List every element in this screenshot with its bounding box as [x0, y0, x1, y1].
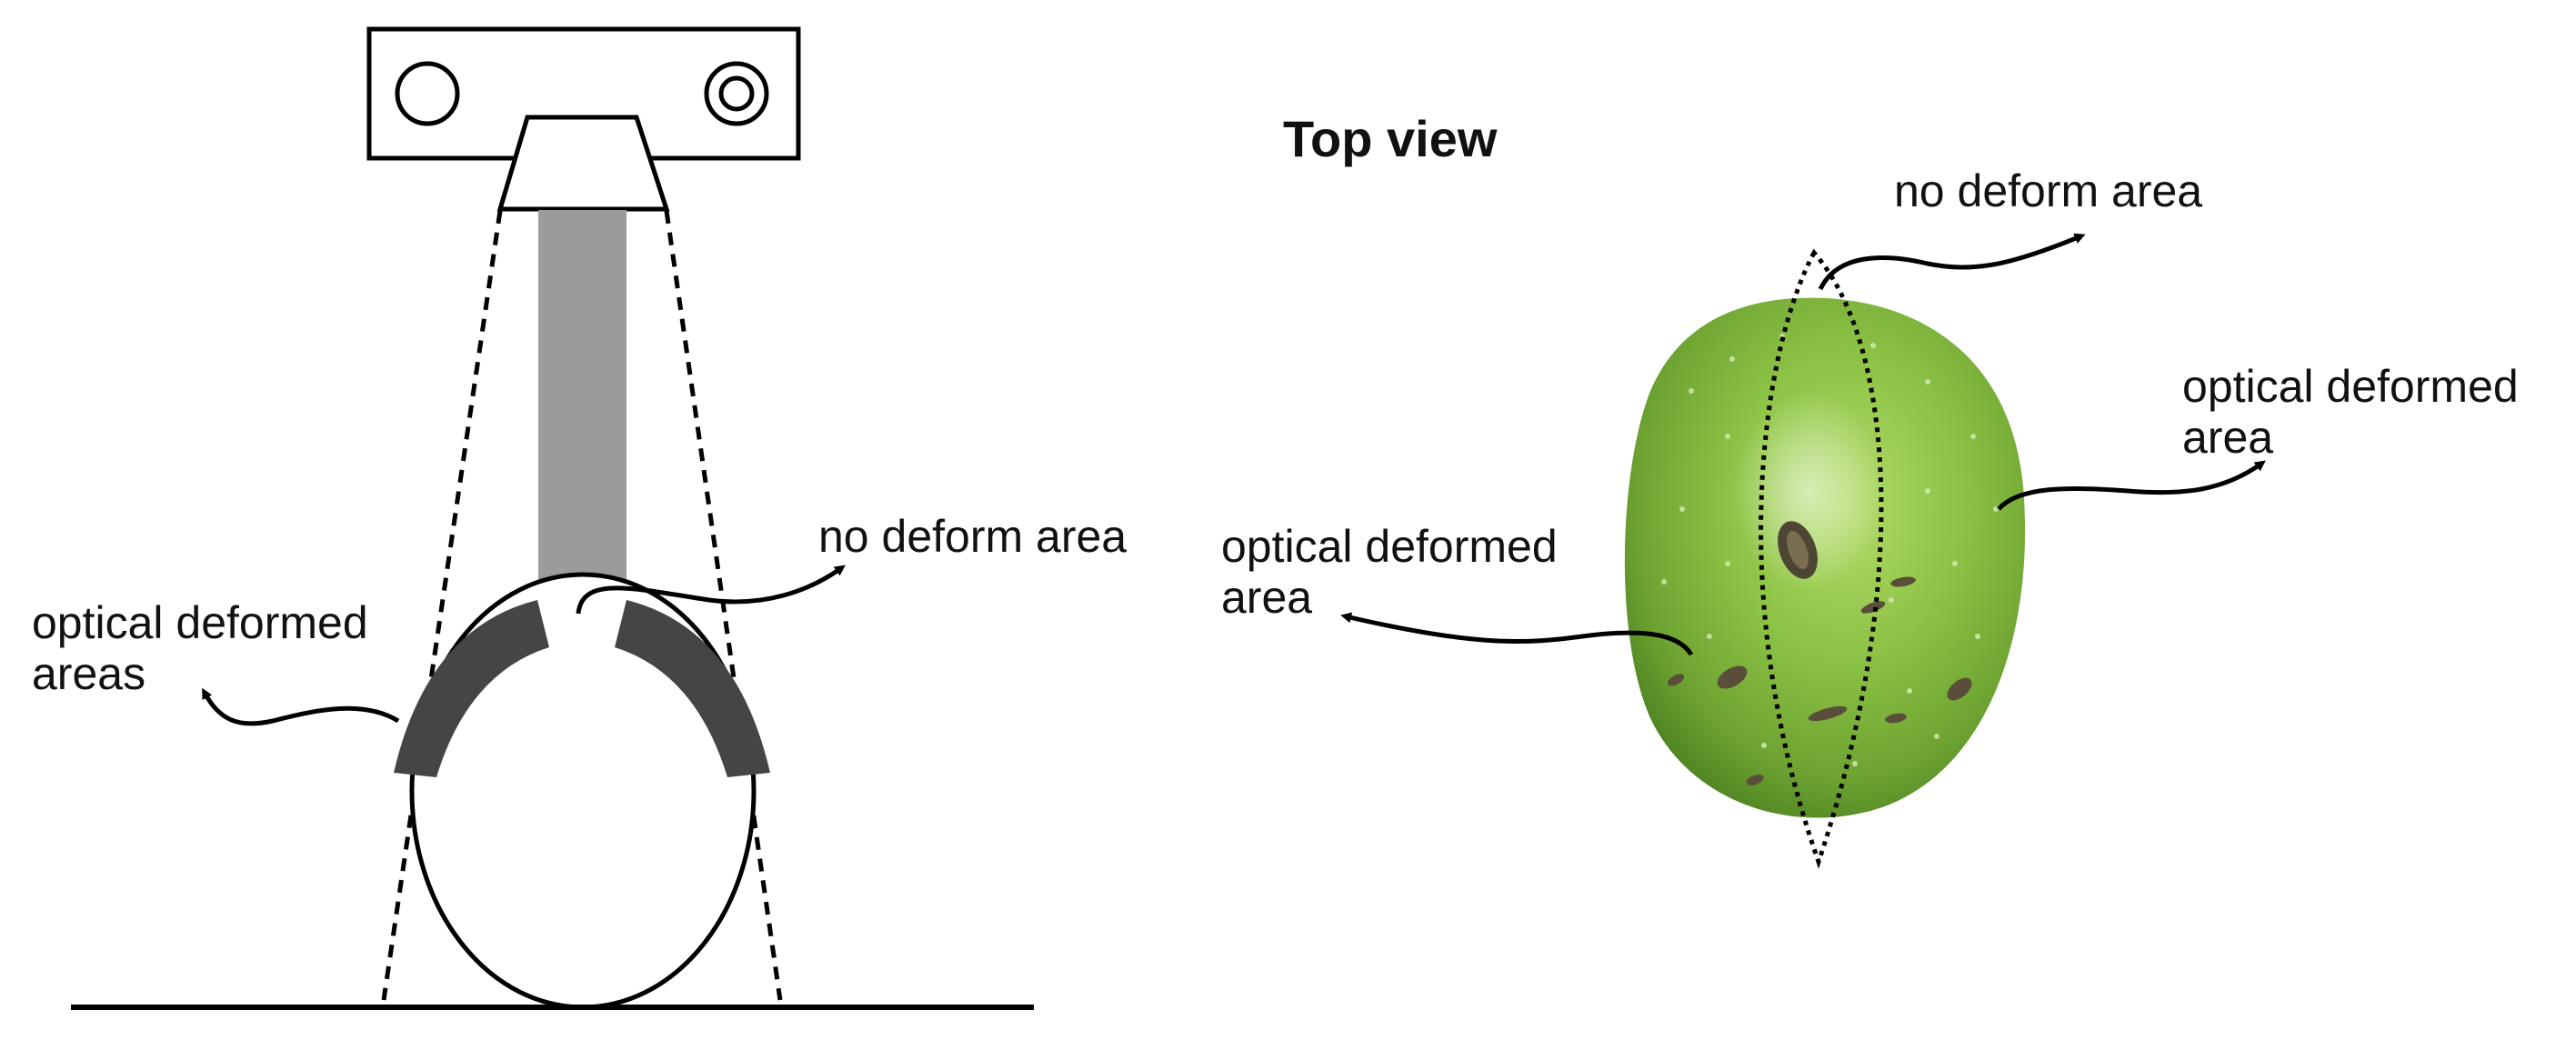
- deformed-band-right: [615, 600, 770, 777]
- light-beam: [538, 210, 626, 610]
- field-of-view-lines: [381, 210, 783, 1001]
- top-view-title: Top view: [1283, 110, 1498, 167]
- label-optical-deformed-right-2: area: [2182, 412, 2273, 463]
- camera-right-lens-inner: [718, 75, 755, 112]
- camera-left-lens: [395, 61, 460, 126]
- arrow-optical-deformed-left: [202, 687, 400, 726]
- label-optical-deformed-right-1: optical deformed: [2182, 361, 2519, 412]
- arrow-optical-deformed-right: [1997, 460, 2266, 511]
- label-optical-deformed-left-2: areas: [32, 648, 145, 699]
- no-deform-zone-outline: [1759, 248, 1884, 869]
- label-optical-deformed-olive-1: optical deformed: [1221, 521, 1558, 572]
- camera-projector: [496, 115, 670, 212]
- olive-fruit: [1624, 297, 2026, 818]
- arrow-optical-deformed-left-olive: [1340, 612, 1694, 656]
- arrow-no-deform-right: [1818, 233, 2086, 291]
- label-no-deform-left: no deform area: [818, 511, 1127, 562]
- label-optical-deformed-left-1: optical deformed: [32, 597, 368, 648]
- arrow-no-deform-left: [576, 565, 846, 615]
- camera-schematic: [366, 26, 801, 212]
- label-optical-deformed-olive-2: area: [1221, 572, 1312, 623]
- label-no-deform-right: no deform area: [1894, 165, 2202, 216]
- deformed-band-left: [394, 600, 549, 777]
